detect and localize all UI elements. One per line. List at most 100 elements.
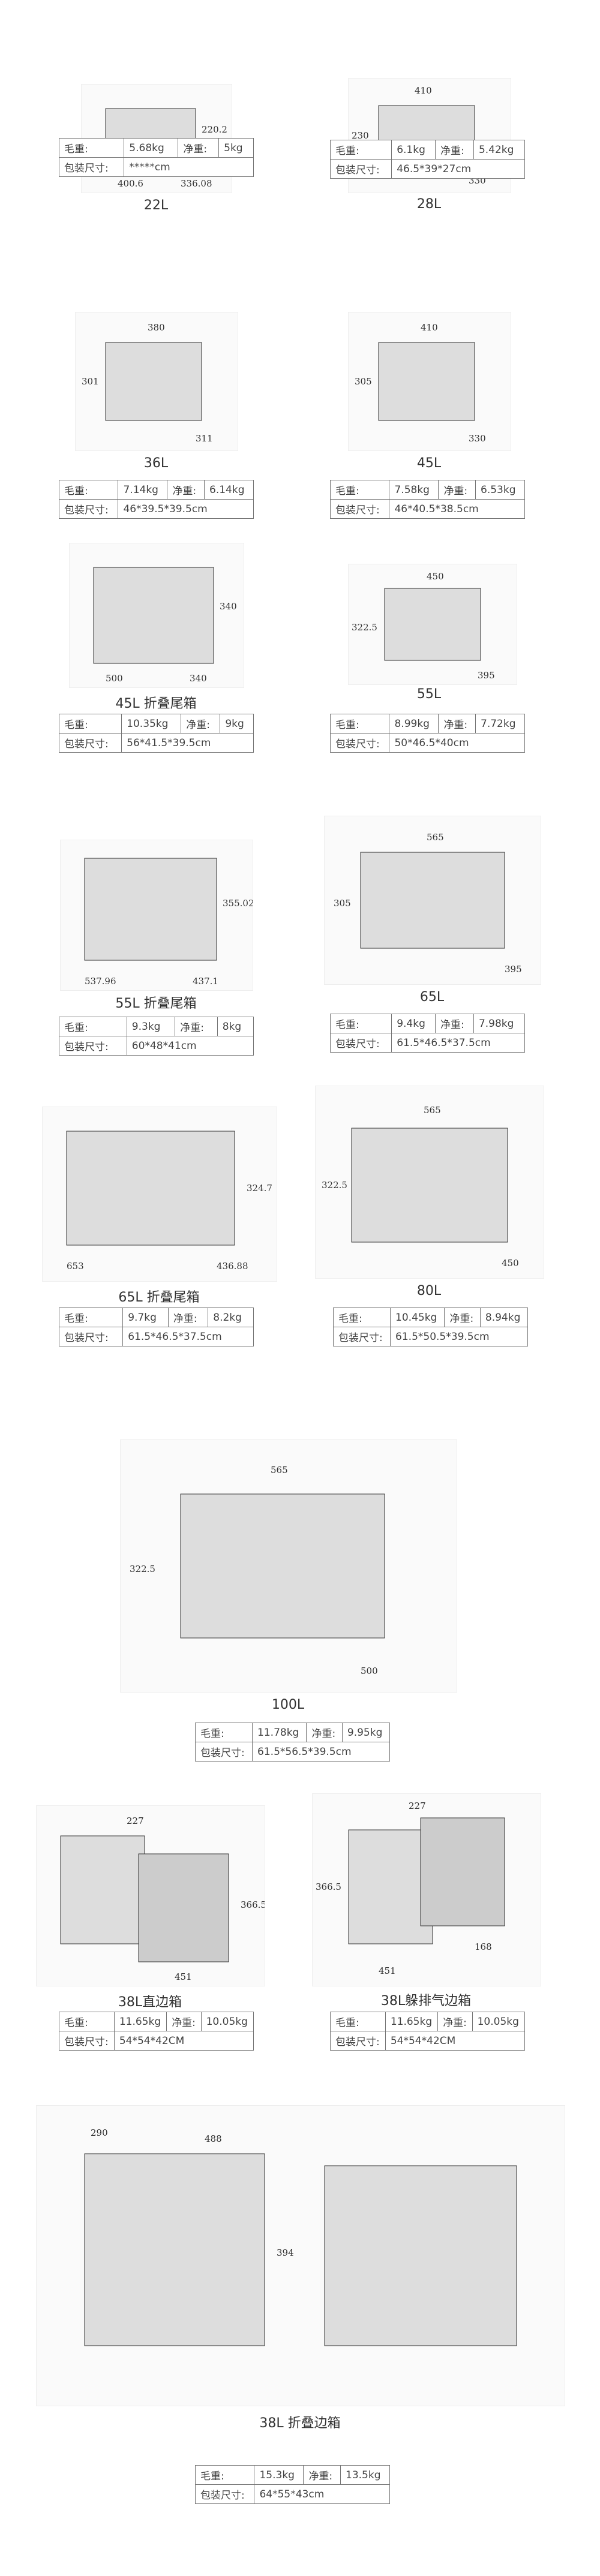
gross-value: 7.58kg (389, 480, 439, 500)
gross-label: 毛重: (329, 140, 392, 160)
gross-value: 10.45kg (390, 1307, 445, 1327)
svg-text:565: 565 (424, 1105, 441, 1116)
net-value: 13.5kg (340, 2465, 390, 2485)
net-label: 净重: (167, 1307, 209, 1327)
gross-label: 毛重: (59, 1017, 127, 1036)
pack-label: 包装尺寸: (329, 499, 390, 519)
net-label: 净重: (166, 2012, 202, 2031)
svg-text:653: 653 (67, 1261, 84, 1272)
gross-label: 毛重: (329, 714, 390, 734)
net-label: 净重: (167, 480, 205, 500)
svg-text:227: 227 (127, 1815, 144, 1826)
net-value: 7.72kg (475, 714, 525, 734)
pack-value: 61.5*46.5*37.5cm (391, 1033, 525, 1053)
pack-label: 包装尺寸: (59, 1036, 127, 1056)
product-name: 22L (143, 198, 169, 213)
pack-value: 61.5*46.5*37.5cm (122, 1327, 254, 1346)
svg-text:400.6: 400.6 (118, 178, 143, 189)
gross-value: 7.14kg (118, 480, 168, 500)
net-label: 净重: (303, 2465, 341, 2485)
pack-label: 包装尺寸: (329, 733, 390, 753)
product-name: 38L直边箱 (118, 1995, 182, 2010)
gross-label: 毛重: (59, 2012, 115, 2031)
svg-text:336.08: 336.08 (181, 178, 212, 189)
svg-text:366.5: 366.5 (241, 1899, 265, 1910)
pack-label: 包装尺寸: (194, 2484, 255, 2504)
gross-label: 毛重: (58, 480, 119, 500)
gross-value: 9.3kg (126, 1017, 176, 1036)
svg-text:311: 311 (196, 433, 213, 444)
gross-label: 毛重: (329, 1014, 392, 1033)
net-label: 净重: (437, 2012, 473, 2031)
gross-label: 毛重: (329, 480, 390, 500)
net-value: 5kg (218, 138, 254, 158)
gross-value: 9.7kg (122, 1307, 169, 1327)
product-name: 38L躲排气边箱 (380, 1994, 472, 2009)
net-value: 5.42kg (473, 140, 526, 160)
svg-text:395: 395 (478, 670, 495, 681)
svg-text:500: 500 (361, 1666, 378, 1676)
gross-value: 11.65kg (385, 2012, 439, 2031)
product-name: 45L 折叠尾箱 (115, 696, 197, 711)
gross-label: 毛重: (332, 1307, 391, 1327)
svg-text:488: 488 (205, 2133, 222, 2144)
svg-text:290: 290 (91, 2127, 108, 2138)
net-label: 净重: (175, 1017, 218, 1036)
svg-text:324.7: 324.7 (247, 1183, 272, 1194)
svg-text:220.2: 220.2 (202, 124, 227, 135)
net-label: 净重: (178, 138, 220, 158)
pack-value: 64*55*43cm (254, 2484, 390, 2504)
pack-label: 包装尺寸: (330, 2031, 386, 2051)
pack-label: 包装尺寸: (58, 1327, 124, 1346)
pack-value: 46.5*39*27cm (391, 159, 525, 179)
svg-text:230: 230 (352, 130, 369, 141)
svg-text:322.5: 322.5 (322, 1180, 347, 1191)
pack-value: 54*54*42CM (113, 2031, 254, 2051)
product-name: 55L (416, 687, 442, 702)
product-name: 55L 折叠尾箱 (115, 996, 197, 1011)
svg-text:322.5: 322.5 (352, 622, 377, 633)
gross-label: 毛重: (58, 138, 125, 158)
pack-label: 包装尺寸: (332, 1327, 391, 1346)
svg-text:437.1: 437.1 (193, 976, 218, 987)
pack-value: 54*54*42CM (385, 2031, 526, 2051)
svg-text:565: 565 (271, 1465, 288, 1475)
net-value: 9.95kg (341, 1723, 391, 1742)
svg-text:301: 301 (82, 376, 99, 387)
svg-text:355.02: 355.02 (223, 898, 253, 909)
product-name: 28L (416, 197, 442, 212)
svg-text:436.88: 436.88 (217, 1261, 248, 1272)
product-name: 45L (416, 456, 442, 471)
net-value: 8kg (217, 1017, 254, 1036)
svg-text:451: 451 (379, 1965, 396, 1976)
gross-label: 毛重: (194, 2465, 255, 2485)
product-name: 100L (271, 1697, 305, 1712)
net-label: 净重: (306, 1723, 343, 1742)
pack-value: 56*41.5*39.5cm (121, 733, 254, 753)
gross-value: 9.4kg (391, 1014, 436, 1033)
product-name: 38L 折叠边箱 (259, 2416, 341, 2431)
net-value: 9kg (220, 714, 254, 734)
svg-text:227: 227 (409, 1801, 426, 1811)
net-value: 8.2kg (208, 1307, 254, 1327)
product-name: 80L (416, 1284, 442, 1298)
svg-text:565: 565 (427, 832, 444, 843)
gross-value: 6.1kg (391, 140, 436, 160)
pack-label: 包装尺寸: (58, 733, 122, 753)
gross-value: 10.35kg (121, 714, 182, 734)
svg-text:410: 410 (421, 322, 438, 333)
gross-label: 毛重: (330, 2012, 386, 2031)
